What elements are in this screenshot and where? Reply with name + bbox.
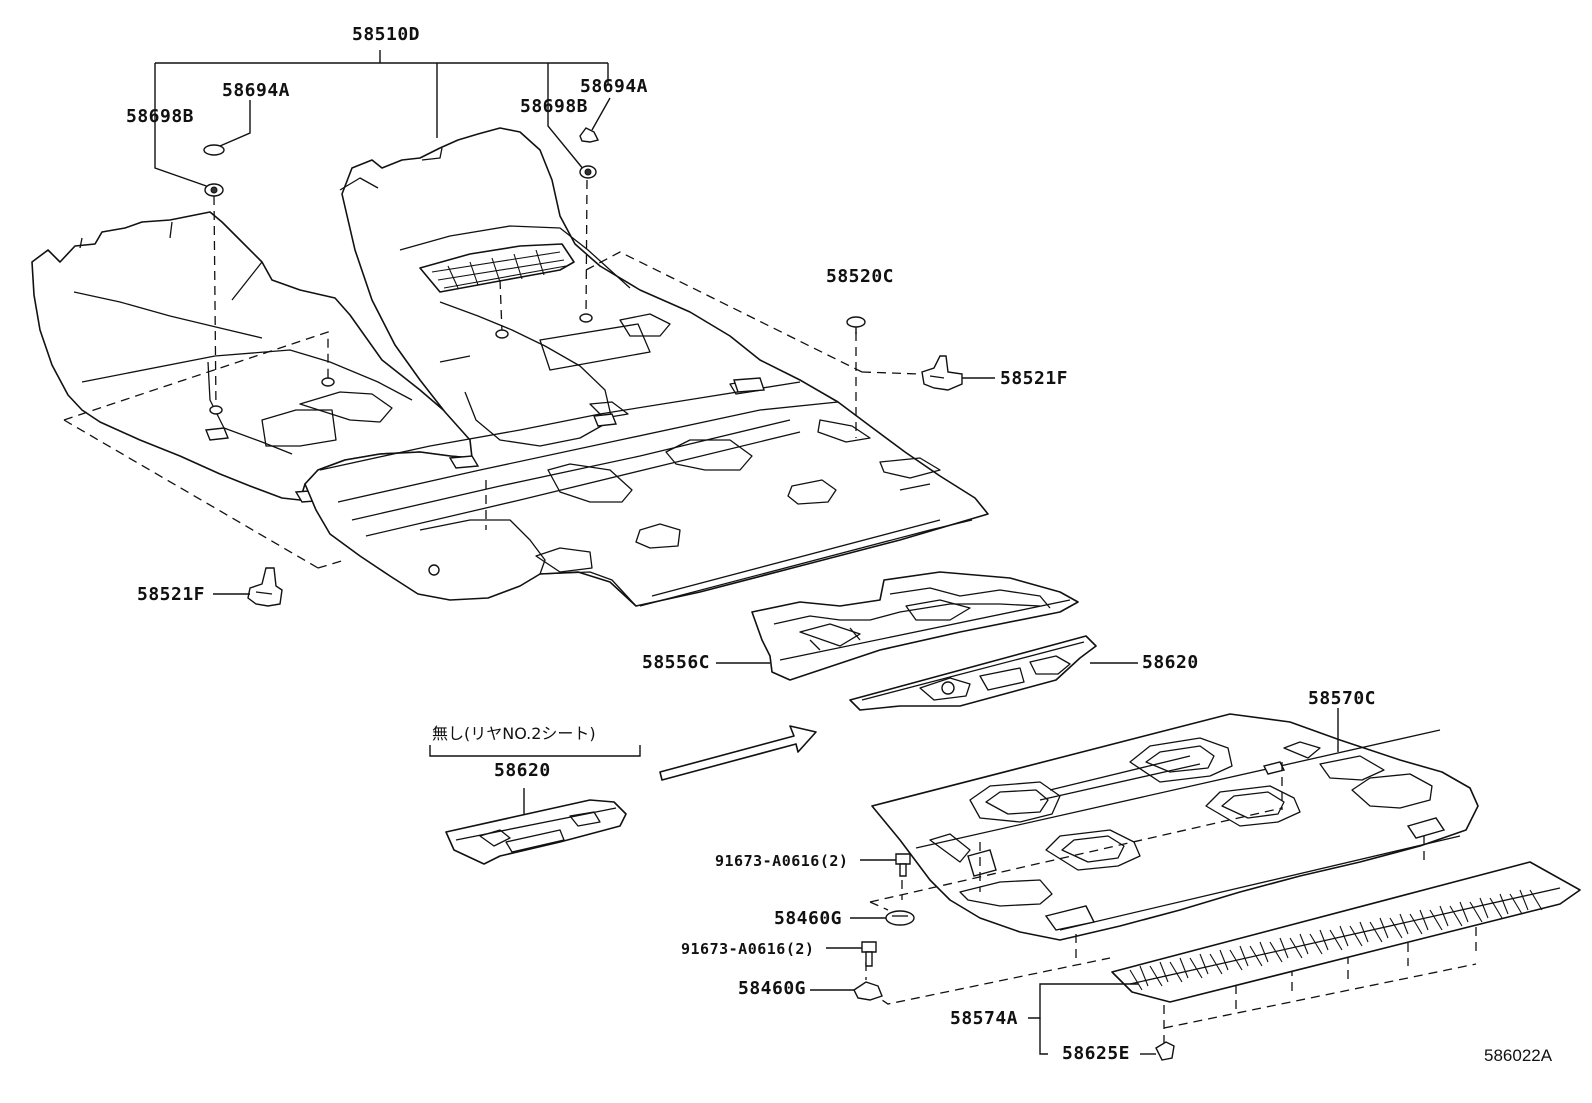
- top-clips: [203, 127, 600, 415]
- label-58698b-left: 58698B: [126, 106, 195, 127]
- label-58521f-right: 58521F: [1000, 368, 1069, 389]
- label-58625e: 58625E: [1062, 1043, 1131, 1064]
- bracket-58521f-left-shape: [213, 567, 283, 607]
- bolt-upper-shape: [860, 853, 911, 877]
- label-58521f-left: 58521F: [137, 584, 206, 605]
- clip-58520c-shape: [846, 316, 866, 334]
- floor-carpet-main-section: [304, 127, 989, 607]
- label-58574a: 58574A: [950, 1008, 1019, 1029]
- label-58620-right: 58620: [1142, 652, 1199, 673]
- scuff-plate-58574a-shape: [1028, 861, 1581, 1055]
- cover-58620-right-shape: [849, 635, 1138, 711]
- bracket-58510d: [154, 50, 611, 189]
- front-dashed-guides: [63, 179, 921, 569]
- direction-arrow: [659, 725, 817, 781]
- label-58694a-right: 58694A: [580, 76, 649, 97]
- mat-58556c-shape: [716, 571, 1079, 681]
- clip-58625e-shape: [1140, 1041, 1175, 1061]
- label-58510d: 58510D: [352, 24, 421, 45]
- label-58556c: 58556C: [642, 652, 711, 673]
- bracket-58521f-right-shape: [921, 355, 995, 391]
- label-58694a-left: 58694A: [222, 80, 291, 101]
- label-bolt-lower: 91673-A0616(2): [681, 940, 815, 958]
- label-58460g-lower: 58460G: [738, 978, 807, 999]
- label-58570c: 58570C: [1308, 688, 1377, 709]
- label-58520c: 58520C: [826, 266, 895, 287]
- retainer-lower-shape: [810, 981, 883, 1001]
- label-bolt-upper: 91673-A0616(2): [715, 852, 849, 870]
- label-58620-alt: 58620: [494, 760, 551, 781]
- cover-58620-alt-shape: [429, 745, 641, 865]
- carpet-58570c-shape: [871, 708, 1479, 941]
- retainer-upper-shape: [850, 910, 915, 926]
- label-58698b-right: 58698B: [520, 96, 589, 117]
- bolt-lower-shape: [826, 941, 877, 967]
- note-no-rear-seat: 無し(リヤNO.2シート): [432, 724, 596, 743]
- pedal-grid: [419, 243, 575, 293]
- diagram-id: 586022A: [1484, 1046, 1553, 1065]
- label-58460g-upper: 58460G: [774, 908, 843, 929]
